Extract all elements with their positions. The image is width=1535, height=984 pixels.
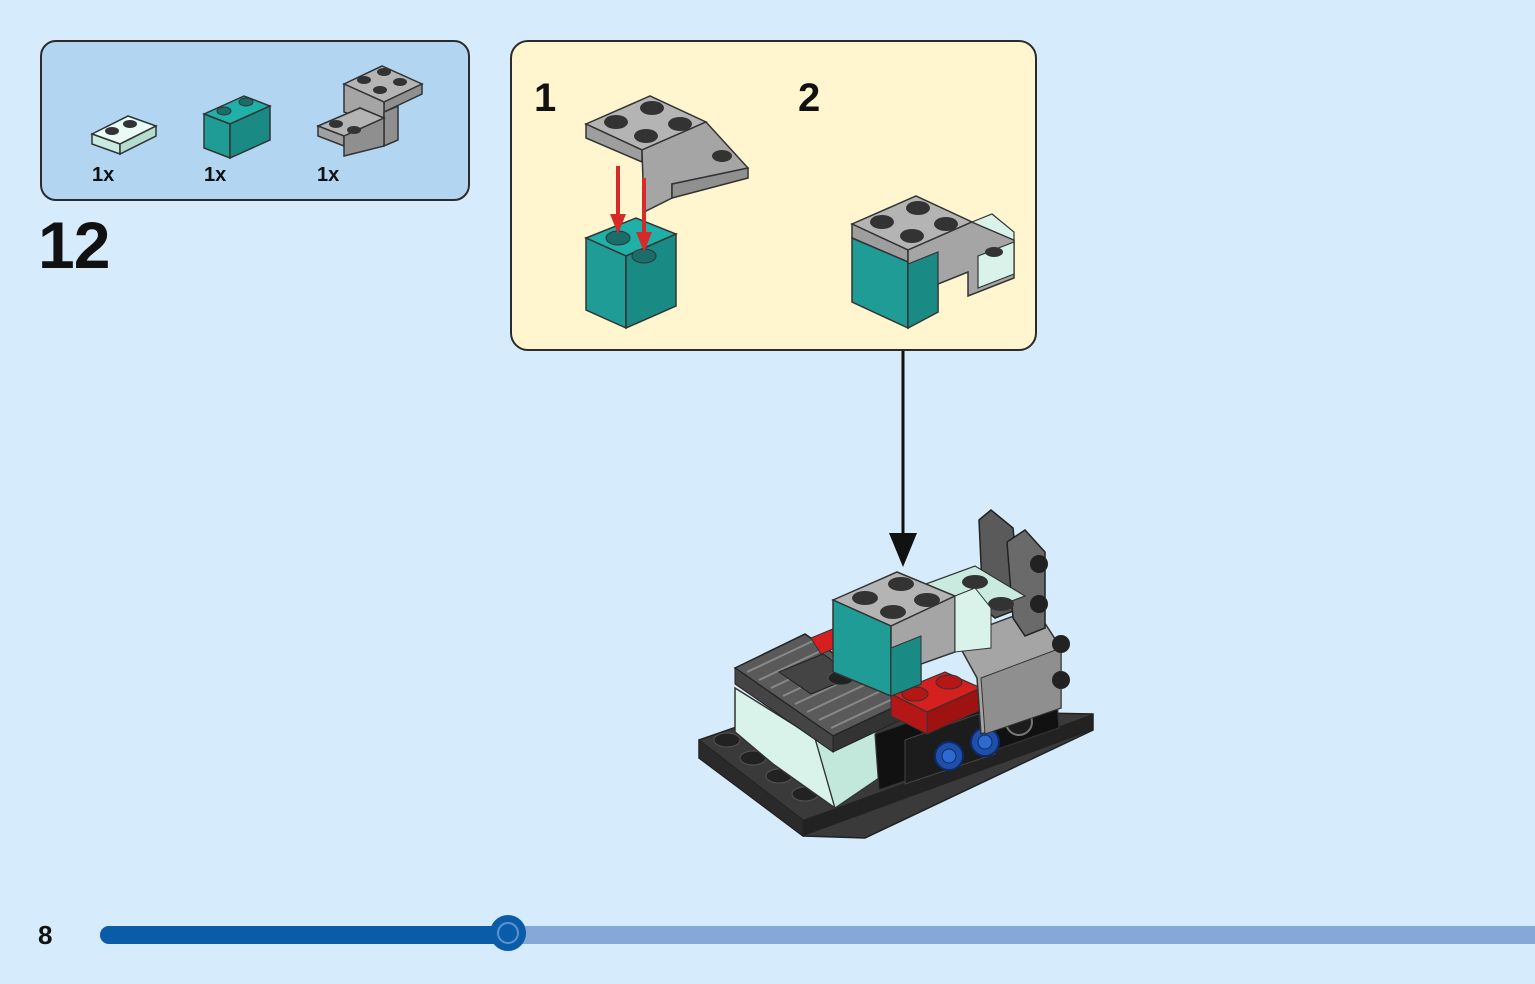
progress-bar-track: [100, 915, 1535, 951]
sub-step-1-illustration: [584, 95, 750, 330]
sub-assembly-callout: 1 2: [510, 40, 1037, 351]
sub-step-1-label: 1: [534, 76, 557, 120]
part-quantity: 1x: [204, 164, 227, 186]
progress-bar-fill: [100, 926, 508, 944]
main-model-illustration: [698, 509, 1094, 839]
sub-step-2-illustration: [850, 195, 1015, 330]
part-quantity: 1x: [92, 164, 115, 186]
plate-1x2-icon: [90, 115, 158, 156]
progress-indicator-knob: [489, 915, 526, 951]
part-quantity: 1x: [317, 164, 340, 186]
bracket-plate-icon: [316, 65, 424, 157]
page-number: 8: [38, 920, 53, 950]
sub-step-2-label: 2: [798, 76, 821, 120]
brick-1x2-icon: [202, 95, 272, 160]
parts-list-box: 1x 1x 1x: [40, 40, 470, 201]
step-number: 12: [38, 208, 110, 282]
callout-connector-arrow: [889, 351, 917, 567]
